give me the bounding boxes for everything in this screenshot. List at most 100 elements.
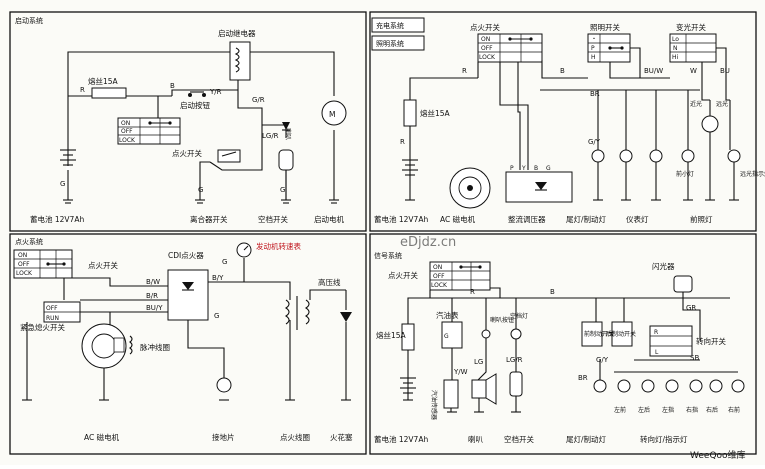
ign-coil-label: 点火线圈 [280,432,310,442]
charge-sw-off: OFF [481,45,493,52]
clutch-switch [217,149,241,163]
start-ign-label: 点火开关 [172,148,202,158]
start-fuse-label: 熔丝15A [88,76,119,86]
ign-coil-primary [285,299,290,325]
flasher [673,275,693,293]
start-sw-on: ON [121,120,130,127]
start-relay-label: 启动继电器 [218,28,256,38]
signal-ign-label: 点火开关 [388,270,418,280]
spark-plug-label: 火花塞 [330,432,353,442]
spark-plug [340,312,352,322]
ground-plate [216,377,232,393]
light-sw-h: H [591,54,596,61]
signal-tail-label: 尾灯/制动灯 [566,434,607,444]
fuel-sensor-label: 汽油传感器 [430,390,438,420]
clutch-label: 离合器开关 [190,214,228,224]
dimmer-hi: Hi [672,54,679,61]
dimmer-lo: Lo [672,36,679,43]
wire-start-r: R [80,86,85,94]
charge-wire-w: W [690,67,697,75]
near-light-label: 近光 [690,100,702,108]
reg-pin-y: Y [521,165,526,172]
signal-fuse-label: 熔丝15A [376,330,407,340]
tail-lamp [591,149,605,163]
start-batt-g: G [60,180,65,188]
start-sw-lock: LOCK [119,137,136,144]
lamp-label-2: 左指 [662,406,674,414]
front-brake-switch [581,321,603,347]
start-relay [229,41,251,81]
kill-off: OFF [46,305,58,312]
far-light-label: 远光 [716,100,728,108]
ign-wire-by: B/Y [212,274,224,282]
turn-switch [649,325,693,357]
signal-wire-r: R [470,288,475,296]
charge-fuse-label: 熔丝15A [420,108,451,118]
kill-run: RUN [46,315,59,322]
lamp-right-rear [709,379,723,393]
panel-start: 启动系统 启动继电器 熔丝15A R B Y/R G/R LG/R 启动按钮 [15,16,347,224]
lamp-right-front [731,379,745,393]
cdi-label: CDI点火器 [168,251,204,260]
ign-wire-buy: BU/Y [146,304,163,312]
dimmer-n: N [673,45,678,52]
wire-start-yr: Y/R [209,88,222,96]
turn-r: R [654,329,658,336]
flasher-label: 闪光器 [652,261,675,271]
ignition-title: 点火系统 [15,237,43,246]
cdi-unit [167,269,209,321]
start-horn-label: 喇叭 [284,128,292,140]
dimmer-label: 变光开关 [676,22,706,32]
clutch-g: G [198,186,203,194]
reg-pin-g: G [546,165,551,172]
panel-ignition: 点火系统 ON OFF LOCK 点火开关 OFF RUN 紧急熄火开关 CDI… [13,237,353,442]
lamp-left-front [617,379,631,393]
front-brake-label: 前制动开关 [584,330,614,338]
lamp-label-5: 右前 [728,406,740,414]
meter-light-label: 仪表灯 [626,214,649,224]
signal-sw-off: OFF [433,273,445,280]
headlight-lamp [701,115,719,133]
motor-symbol: M [329,110,335,119]
ign-wire-br: B/R [146,292,158,300]
signal-wire-b: B [550,288,555,296]
ign-sw-lock: LOCK [16,270,33,277]
front-small-lamp [681,149,695,163]
horn [471,379,487,399]
ign-wire-g: G [222,258,227,266]
charge-battery-label: 蓄电池 12V7Ah [374,214,428,224]
lamp-label-1: 左后 [638,406,650,414]
ign-wire-bw: B/W [146,278,160,286]
tachometer-label: 发动机转速表 [256,241,301,251]
charge-wire-br: BR [590,90,600,98]
signal-wire-sb: SB [690,354,699,362]
charge-batt-r: R [400,138,405,146]
far-indicator-lamp [727,149,741,163]
panel-signal: 信号系统 点火开关 ON OFF LOCK 闪光器 R B GR G/Y BR … [374,251,745,444]
kill-switch-label: 紧急熄火开关 [20,322,65,332]
lamp-right-ind [689,379,703,393]
tail-light-label: 尾灯/制动灯 [566,214,607,224]
signal-wire-lg: LG [474,358,483,366]
wire-main-top [67,51,335,200]
charge-wire-buw: BU/W [644,67,663,75]
regulator-label: 整流调压器 [508,214,546,224]
ign-sw-on: ON [18,252,27,259]
panel-charge-border [369,11,757,232]
rear-brake-switch [611,321,633,347]
charge-sw-lock: LOCK [479,54,496,61]
front-small-label: 前小灯 [676,170,694,178]
hv-wire-label: 高压线 [318,277,341,287]
charge-magneto-label: AC 磁电机 [440,214,476,224]
start-battery-label: 蓄电池 12V7Ah [30,214,84,224]
signal-fuse [401,323,415,351]
neutral-g: G [280,186,285,194]
motor-label: 启动电机 [314,214,344,224]
neutral-light-label: 空档灯 [510,312,528,320]
horn-button [481,329,491,339]
charge-wire-gy: G/Y [588,138,601,146]
start-button-label: 启动按钮 [180,100,210,110]
panel-signal-border [369,233,757,455]
